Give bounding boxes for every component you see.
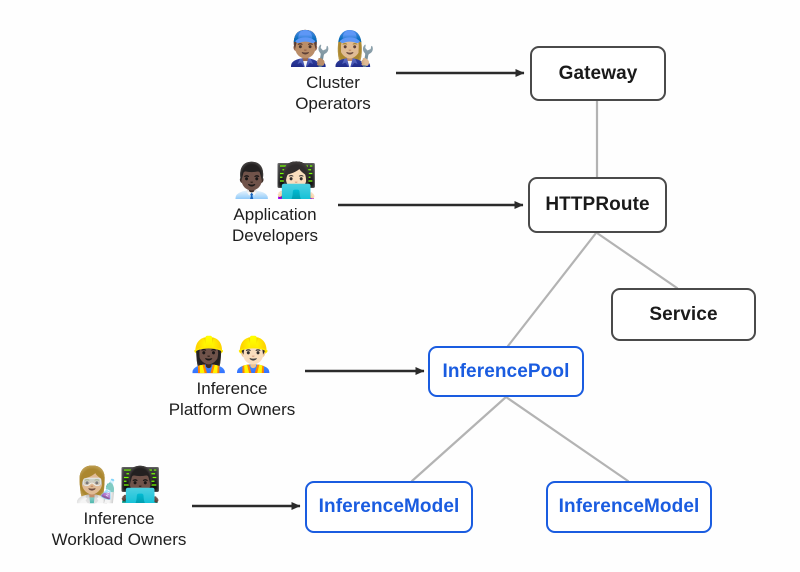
node-gateway-label: Gateway [558, 62, 638, 84]
persona-cluster-operators: 👨🏽‍🔧👩🏼‍🔧 Cluster Operators [228, 28, 438, 114]
inference-platform-owners-label-line2: Platform Owners [168, 400, 296, 419]
edge-httproute-inferencepool [506, 231, 598, 348]
node-inference-model-left-label: InferenceModel [318, 496, 460, 517]
persona-inference-workload-owners: 👩🏼‍🔬👨🏿‍💻 Inference Workload Owners [14, 464, 224, 550]
edge-inferencepool-inferencemodel-right [504, 395, 630, 483]
inference-platform-owners-label: Inference Platform Owners [169, 378, 296, 420]
node-httproute-label: HTTPRoute [545, 194, 650, 215]
node-inference-pool-label: InferencePool [442, 360, 570, 382]
persona-inference-platform-owners: 👷🏿‍♀️👷🏻‍♂️ Inference Platform Owners [127, 334, 337, 420]
cluster-operators-label-line1: Cluster [306, 73, 360, 92]
node-service[interactable]: Service [611, 288, 756, 341]
node-inference-model-right-label: InferenceModel [558, 496, 700, 517]
application-developers-label-line1: Application [233, 205, 317, 224]
cluster-operators-icons: 👨🏽‍🔧👩🏼‍🔧 [288, 29, 378, 69]
application-developers-icons: 👨🏿‍💼👩🏻‍💻 [230, 161, 320, 201]
inference-workload-owners-label: Inference Workload Owners [52, 508, 187, 550]
inference-workload-owners-label-line1: Inference [83, 509, 155, 528]
application-developers-label: Application Developers [232, 204, 318, 246]
persona-application-developers: 👨🏿‍💼👩🏻‍💻 Application Developers [170, 160, 380, 246]
node-inference-model-right[interactable]: InferenceModel [546, 481, 712, 533]
node-inference-pool[interactable]: InferencePool [428, 346, 584, 397]
inference-workload-owners-label-line2: Workload Owners [51, 530, 187, 549]
inference-workload-owners-icons: 👩🏼‍🔬👨🏿‍💻 [74, 465, 164, 505]
inference-platform-owners-label-line1: Inference [196, 379, 268, 398]
node-httproute[interactable]: HTTPRoute [528, 177, 667, 233]
application-developers-label-line2: Developers [232, 226, 318, 245]
inference-platform-owners-icons: 👷🏿‍♀️👷🏻‍♂️ [187, 335, 277, 375]
cluster-operators-label-line2: Operators [295, 94, 371, 113]
edge-httproute-service [595, 231, 679, 290]
node-inference-model-left[interactable]: InferenceModel [305, 481, 473, 533]
node-service-label: Service [649, 303, 718, 325]
edge-inferencepool-inferencemodel-left [410, 395, 508, 483]
cluster-operators-label: Cluster Operators [295, 72, 371, 114]
node-gateway[interactable]: Gateway [530, 46, 666, 101]
